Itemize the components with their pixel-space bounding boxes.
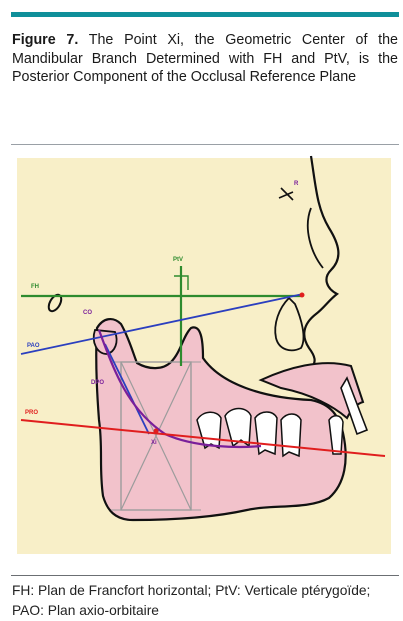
label-pao: PAO: [27, 343, 40, 349]
label-pro: PRO: [25, 410, 38, 416]
xi-point: [154, 429, 159, 434]
figure-frame: R PtV FH PAO: [11, 148, 399, 563]
label-co: CO: [83, 310, 92, 316]
figure-caption: Figure 7. The Point Xi, the Geometric Ce…: [12, 31, 398, 87]
figure-label: Figure 7.: [12, 32, 78, 48]
premolar-1: [255, 412, 277, 454]
label-xi: Xi: [151, 440, 157, 446]
footnote-divider: [11, 575, 399, 576]
cephalometric-diagram: R PtV FH PAO: [11, 148, 399, 563]
label-r: R: [294, 181, 299, 187]
label-ptv: PtV: [173, 257, 183, 263]
premolar-2: [281, 414, 301, 456]
figure-footnote: FH: Plan de Francfort horizontal; PtV: V…: [12, 581, 400, 621]
orbitale-point: [300, 293, 305, 298]
label-fh: FH: [31, 284, 39, 290]
label-dpo: DPO: [91, 380, 104, 386]
caption-divider: [11, 144, 399, 145]
caption-accent-bar: [11, 12, 399, 17]
